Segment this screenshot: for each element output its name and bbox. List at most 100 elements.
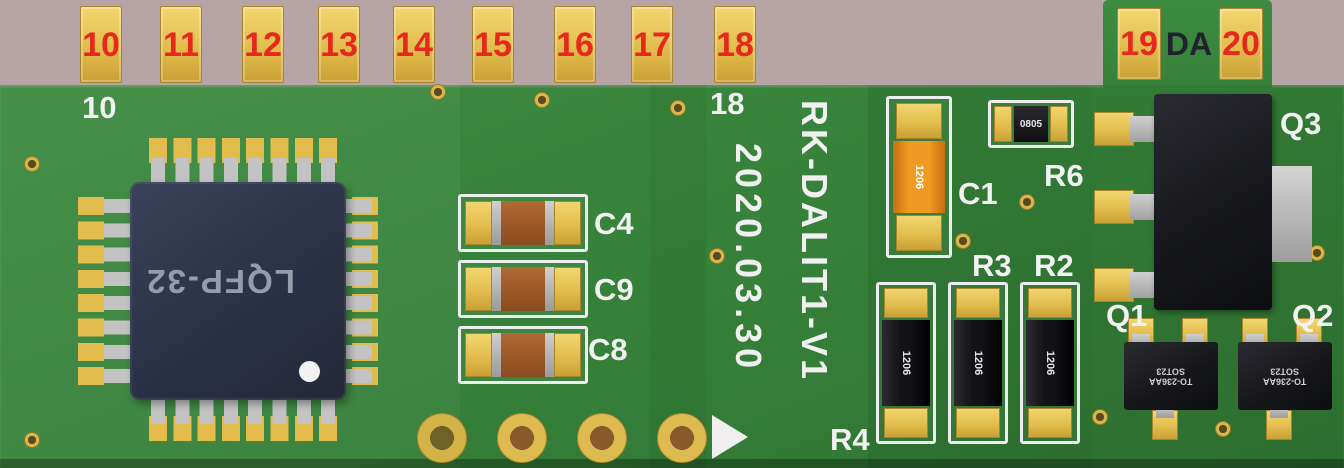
- transistor-pad: [1094, 190, 1134, 224]
- round-pad: [417, 413, 467, 463]
- cap-pad: [465, 333, 492, 377]
- resistor-marking: 1206: [971, 350, 984, 376]
- silkscreen-pin18: 18: [710, 86, 745, 121]
- silkscreen-r6: R6: [1044, 158, 1084, 193]
- orientation-triangle-icon: [712, 415, 748, 459]
- via: [534, 92, 550, 108]
- resistor-r4: 1206: [876, 282, 936, 444]
- transistor-marking: TO-236AA SOT23: [1263, 366, 1307, 387]
- via: [24, 432, 40, 448]
- via: [430, 84, 446, 100]
- cap-body: 1206: [893, 141, 945, 213]
- via: [1092, 409, 1108, 425]
- via: [955, 233, 971, 249]
- connector-pad-18: 18: [714, 6, 756, 83]
- cap-body: [501, 333, 545, 377]
- transistor-q2: TO-236AA SOT23: [1238, 342, 1332, 410]
- resistor-body: 1206: [882, 320, 930, 406]
- resistor-pad: [884, 288, 928, 318]
- pin1-dot: [299, 361, 320, 382]
- silkscreen-c9: C9: [594, 272, 634, 307]
- silkscreen-date: 2020.03.30: [728, 143, 769, 374]
- via: [1215, 421, 1231, 437]
- resistor-pad: [956, 288, 1000, 318]
- cap-marking: 1206: [912, 164, 925, 190]
- resistor-marking: 1206: [1043, 350, 1056, 376]
- resistor-r3: 1206: [948, 282, 1008, 444]
- silkscreen-model: RK-DALIT1-V1: [794, 100, 835, 383]
- cap-pad: [554, 333, 581, 377]
- capacitor-c4: [458, 194, 588, 252]
- resistor-marking: 1206: [899, 350, 912, 376]
- cap-pad: [465, 267, 492, 311]
- resistor-pad: [956, 408, 1000, 438]
- cap-terminal: [492, 201, 501, 245]
- cap-terminal: [545, 333, 554, 377]
- silkscreen-c8: C8: [588, 332, 628, 367]
- round-pad: [657, 413, 707, 463]
- resistor-pad: [1028, 288, 1072, 318]
- pad-number: 13: [320, 25, 358, 64]
- cap-body: [501, 201, 545, 245]
- pad-number: 16: [556, 25, 594, 64]
- transistor-pad: [1094, 112, 1134, 146]
- transistor-marking: TO-236AA SOT23: [1149, 366, 1193, 387]
- via: [1019, 194, 1035, 210]
- via: [709, 248, 725, 264]
- pad-number: 12: [244, 25, 282, 64]
- connector-pad-16: 16: [554, 6, 596, 83]
- capacitor-c1: 1206: [886, 96, 952, 258]
- pad-number: 20: [1222, 25, 1260, 63]
- silkscreen-da-label: DA: [1165, 26, 1213, 62]
- connector-pad-15: 15: [472, 6, 514, 83]
- connector-pad-14: 14: [393, 6, 435, 83]
- pad-number: 19: [1120, 25, 1158, 63]
- pad-number: 14: [395, 25, 433, 64]
- ic-marking: LQFP-32: [145, 263, 295, 300]
- cap-pad: [554, 267, 581, 311]
- resistor-pad: [1028, 408, 1072, 438]
- pad-number: 10: [82, 25, 120, 64]
- cap-terminal: [545, 267, 554, 311]
- silkscreen-r2: R2: [1034, 248, 1074, 283]
- cap-pad: [554, 201, 581, 245]
- cap-terminal: [545, 201, 554, 245]
- transistor-q3: [1154, 94, 1272, 310]
- ic-lqfp32: LQFP-32: [130, 182, 346, 400]
- silkscreen-r3: R3: [972, 248, 1012, 283]
- resistor-body: 1206: [954, 320, 1002, 406]
- connector-pad-13: 13: [318, 6, 360, 83]
- resistor-r2: 1206: [1020, 282, 1080, 444]
- round-pad: [577, 413, 627, 463]
- cap-pad: [896, 215, 942, 251]
- cap-pad: [465, 201, 492, 245]
- cap-terminal: [492, 267, 501, 311]
- capacitor-c9: [458, 260, 588, 318]
- via: [670, 100, 686, 116]
- resistor-pad: [994, 106, 1012, 142]
- pad-number: 15: [474, 25, 512, 64]
- silkscreen-r4: R4: [830, 422, 870, 457]
- transistor-pad: [1094, 268, 1134, 302]
- pad-number: 11: [163, 25, 199, 64]
- ic-pins-right: [344, 199, 372, 383]
- silkscreen-q3: Q3: [1280, 106, 1322, 141]
- ic-pins-left: [104, 199, 132, 383]
- capacitor-c8: [458, 326, 588, 384]
- silkscreen-pin10: 10: [82, 90, 117, 125]
- silkscreen-c1: C1: [958, 176, 998, 211]
- resistor-body: 0805: [1014, 106, 1048, 142]
- connector-pad-12: 12: [242, 6, 284, 83]
- via: [24, 156, 40, 172]
- silkscreen-c4: C4: [594, 206, 634, 241]
- connector-pad-11: 11: [160, 6, 202, 83]
- resistor-pad: [884, 408, 928, 438]
- connector-pad-10: 10: [80, 6, 122, 83]
- ic-pins-bottom: [151, 398, 335, 424]
- connector-pad-17: 17: [631, 6, 673, 83]
- round-pad: [497, 413, 547, 463]
- transistor-q1: TO-236AA SOT23: [1124, 342, 1218, 410]
- silkscreen-q2: Q2: [1292, 298, 1334, 333]
- resistor-body: 1206: [1026, 320, 1074, 406]
